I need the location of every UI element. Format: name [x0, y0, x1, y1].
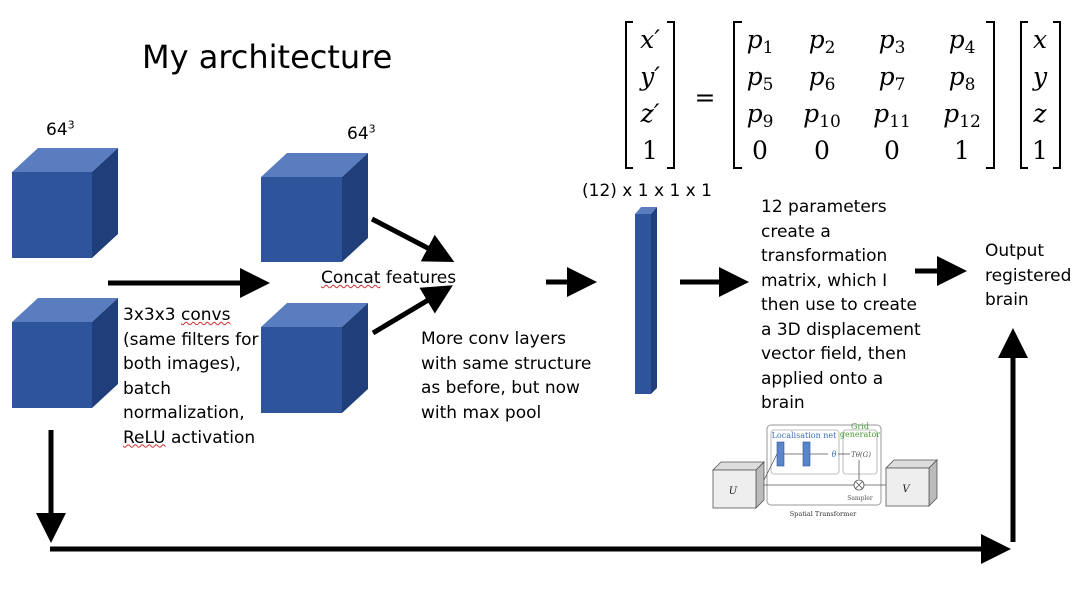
- parameter-vector-label: (12) x 1 x 1 x 1: [582, 181, 712, 201]
- st-caption: Spatial Transformer: [790, 510, 857, 518]
- input-u-label: U: [729, 486, 738, 497]
- theta-label: θ: [832, 450, 837, 459]
- matrix-cell: p1: [747, 25, 774, 58]
- feature-cube-top: [261, 153, 368, 262]
- matrix-cell: p3: [879, 25, 906, 58]
- matrix-cell: p8: [949, 62, 976, 95]
- matrix-cell: p2: [809, 25, 836, 58]
- lhs-y: y′: [639, 62, 660, 91]
- matrix-cell: 0: [752, 136, 768, 165]
- grid-label-2: generator: [840, 430, 880, 439]
- matrix-cell: p11: [873, 99, 911, 132]
- more-conv-description: More conv layers with same structure as …: [421, 329, 592, 423]
- matrix-cell: p7: [879, 62, 906, 95]
- spatial-transformer-figure: Localisation net Grid generator θ Tθ(G) …: [712, 422, 938, 518]
- conv-description: 3x3x3 convs (same filters for both image…: [123, 305, 259, 448]
- concat-arrow-bottom: [371, 285, 453, 336]
- matrix-cell: 1: [954, 136, 970, 165]
- rhs-z: z: [1032, 99, 1047, 128]
- grid-label-1: Grid: [851, 422, 869, 431]
- matrix-cell: p4: [949, 25, 976, 58]
- parameter-description: 12 parameters create a transformation ma…: [761, 197, 921, 413]
- matrix-cell: 0: [884, 136, 900, 165]
- matrix-cell: p5: [747, 62, 774, 95]
- matrix-cell: p6: [809, 62, 836, 95]
- sampler-label: Sampler: [847, 495, 873, 502]
- input-cube-top: [12, 148, 118, 258]
- matrix-cell: p10: [803, 99, 841, 132]
- localisation-net-label: Localisation net: [772, 431, 838, 440]
- matrix-cell: p9: [747, 99, 774, 132]
- output-v-label: V: [902, 484, 911, 495]
- lhs-one: 1: [642, 136, 658, 165]
- lhs-z: z′: [640, 99, 660, 128]
- rhs-x: x: [1033, 25, 1047, 54]
- transformation-equation: x′ y′ z′ 1 = p1 p2 p3 p4 p5 p6 p7 p8 p9 p10 p11 p12…: [625, 21, 1061, 169]
- output-label: Output registered brain: [985, 241, 1072, 310]
- feature-cube-bottom: [261, 303, 368, 413]
- parameter-vector-bar: [635, 207, 657, 394]
- input-size-label: 643: [46, 118, 75, 140]
- grid-fn-label: Tθ(G): [851, 451, 871, 459]
- rhs-one: 1: [1032, 136, 1048, 165]
- concat-label: Concat features: [321, 268, 457, 288]
- lhs-x: x′: [640, 25, 660, 54]
- feature-size-label: 643: [347, 122, 376, 144]
- matrix-cell: 0: [814, 136, 830, 165]
- matrix-cell: p12: [943, 99, 981, 132]
- input-cube-bottom: [12, 298, 118, 408]
- concat-arrow-top: [370, 216, 455, 262]
- rhs-y: y: [1032, 62, 1048, 91]
- equals-sign: =: [695, 83, 716, 112]
- diagram-title: My architecture: [142, 38, 393, 76]
